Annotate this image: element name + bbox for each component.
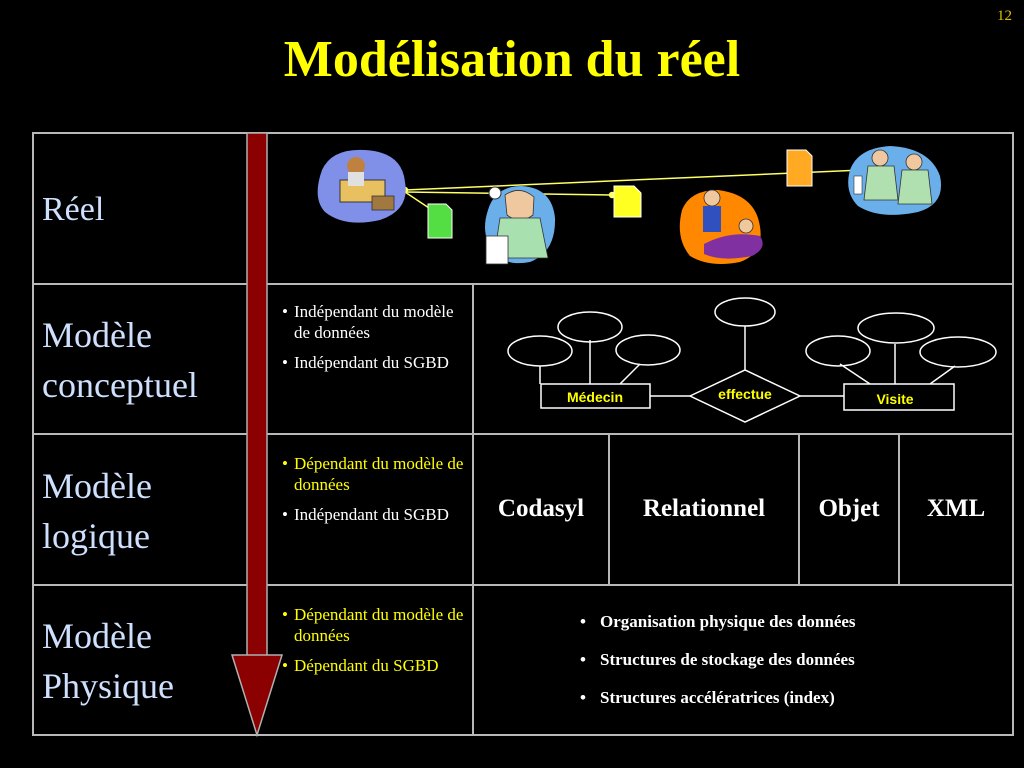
model-codasyl: Codasyl: [497, 495, 585, 522]
page-title: Modélisation du réel: [283, 31, 741, 88]
patient-on-phone-clipart: [679, 189, 763, 264]
row-label-logique: Modèle logique: [42, 466, 152, 557]
list-item: Structures accélératrices (index): [578, 688, 856, 708]
abstraction-arrow: [230, 132, 284, 738]
row-divider: [32, 433, 1014, 435]
slide-number: 12: [997, 8, 1012, 24]
entity-medecin-label: Médecin: [567, 389, 623, 405]
row-divider: [32, 584, 1014, 586]
physique-items: Organisation physique des données Struct…: [578, 612, 856, 726]
row-label-conceptuel: Modèle conceptuel: [42, 315, 198, 406]
list-item: Structures de stockage des données: [578, 650, 856, 670]
er-diagram: [507, 297, 997, 397]
surgeons-clipart: [848, 146, 942, 215]
relationship-effectue: [688, 369, 802, 423]
row-label-physique: Modèle Physique: [42, 616, 175, 707]
table-border-bottom: [32, 734, 1014, 736]
model-objet: Objet: [818, 495, 880, 522]
bullet-item: Dépendant du modèle de données: [282, 605, 472, 646]
column-divider: [898, 433, 900, 585]
yellow-document-icon: [613, 185, 642, 218]
bullet-item: Indépendant du SGBD: [282, 505, 472, 526]
column-divider: [472, 283, 474, 736]
row-label-reel: Réel: [42, 191, 105, 228]
relationship-label: effectue: [718, 386, 772, 402]
doctor-clipart: [485, 186, 556, 265]
model-xml: XML: [926, 495, 986, 522]
table-border-top: [32, 132, 1014, 134]
bullet-item: Dépendant du modèle de données: [282, 454, 472, 495]
model-relationnel: Relationnel: [642, 495, 766, 522]
conceptuel-bullets: Indépendant du modèle de données Indépen…: [282, 302, 472, 384]
office-worker-clipart: [317, 149, 406, 223]
column-divider: [798, 433, 800, 585]
row-divider: [32, 283, 1014, 285]
bullet-item: Indépendant du SGBD: [282, 353, 472, 374]
bullet-item: Indépendant du modèle de données: [282, 302, 472, 343]
entity-visite: [843, 383, 955, 411]
physique-bullets: Dépendant du modèle de données Dépendant…: [282, 605, 472, 687]
orange-document-icon: [786, 149, 813, 187]
column-divider: [608, 433, 610, 585]
entity-visite-label: Visite: [876, 391, 913, 407]
list-item: Organisation physique des données: [578, 612, 856, 632]
logique-bullets: Dépendant du modèle de données Indépenda…: [282, 454, 472, 536]
green-document-icon: [427, 203, 453, 239]
entity-medecin: [540, 383, 651, 409]
bullet-item: Dépendant du SGBD: [282, 656, 472, 677]
